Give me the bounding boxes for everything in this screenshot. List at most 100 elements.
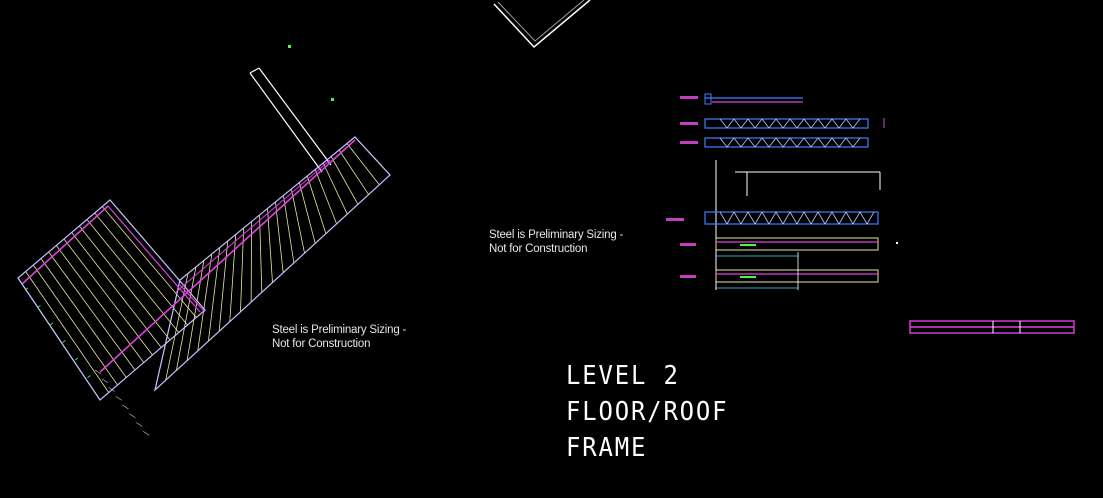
dimension-tick bbox=[87, 375, 91, 378]
beam-line bbox=[107, 205, 201, 313]
member-end bbox=[704, 93, 712, 105]
truss-web bbox=[810, 211, 819, 225]
truss-web bbox=[733, 137, 742, 148]
joist-line bbox=[275, 201, 284, 273]
joist-line bbox=[79, 225, 171, 341]
truss-web bbox=[719, 211, 728, 225]
truss-web bbox=[754, 118, 763, 129]
truss-web bbox=[782, 211, 791, 225]
joist-line bbox=[283, 195, 295, 264]
label-mark bbox=[680, 243, 696, 246]
truss-web bbox=[831, 137, 840, 148]
truss-web bbox=[747, 137, 756, 148]
truss-web bbox=[726, 118, 735, 129]
joist-line bbox=[25, 271, 110, 393]
truss-chord bbox=[704, 137, 869, 148]
truss-web bbox=[754, 137, 763, 148]
note-preliminary-sizing-left: Steel is Preliminary Sizing - Not for Co… bbox=[272, 323, 406, 351]
label-mark bbox=[680, 96, 698, 99]
truss-web bbox=[831, 211, 840, 225]
truss-web bbox=[810, 137, 819, 148]
truss-web bbox=[810, 118, 819, 129]
truss-web bbox=[719, 118, 728, 129]
joist-line bbox=[56, 245, 145, 363]
joist-line bbox=[298, 182, 316, 244]
sheet-title-line: FLOOR/ROOF bbox=[566, 397, 729, 427]
joist-line bbox=[71, 232, 162, 348]
truss-web bbox=[803, 118, 812, 129]
sheet-title-line: FRAME bbox=[566, 433, 648, 463]
truss-web bbox=[740, 118, 749, 129]
beam-line bbox=[21, 205, 109, 285]
truss-web bbox=[768, 211, 777, 225]
joist-line bbox=[165, 273, 189, 381]
point-mark bbox=[896, 242, 898, 244]
joist-line bbox=[175, 266, 197, 371]
truss-web bbox=[789, 118, 798, 129]
truss-web bbox=[740, 211, 749, 225]
truss-web bbox=[747, 211, 756, 225]
truss-web bbox=[733, 211, 742, 225]
joist-line bbox=[63, 238, 153, 356]
truss-web bbox=[754, 211, 763, 225]
truss-web bbox=[817, 211, 826, 225]
member-elevations bbox=[666, 93, 898, 290]
truss-web bbox=[866, 211, 875, 225]
truss-web bbox=[761, 211, 770, 225]
annotation-mark bbox=[115, 395, 122, 401]
truss-web bbox=[747, 118, 756, 129]
joist-line bbox=[322, 162, 348, 215]
joist-line bbox=[208, 247, 221, 342]
joist-line bbox=[40, 258, 127, 378]
annotation-mark bbox=[101, 378, 109, 384]
truss-web bbox=[726, 211, 735, 225]
dimension-tick bbox=[62, 340, 66, 343]
truss-chord bbox=[704, 211, 879, 225]
truss-web bbox=[782, 137, 791, 148]
joist-line bbox=[240, 227, 245, 312]
truss-web bbox=[789, 211, 798, 225]
note-line: Not for Construction bbox=[272, 338, 371, 350]
note-line: Not for Construction bbox=[489, 243, 588, 255]
joist-line bbox=[48, 251, 136, 371]
joist-line bbox=[314, 169, 337, 225]
annotation-mark bbox=[129, 413, 136, 419]
truss-web bbox=[838, 211, 847, 225]
truss-web bbox=[803, 211, 812, 225]
beam-line bbox=[179, 284, 206, 313]
label-mark bbox=[666, 218, 684, 221]
truss-web bbox=[852, 211, 861, 225]
truss-web bbox=[782, 118, 791, 129]
annotation-mark bbox=[122, 404, 129, 410]
annotation-mark bbox=[142, 430, 150, 436]
joist-line bbox=[267, 208, 273, 283]
truss-web bbox=[838, 118, 847, 129]
beam-line bbox=[175, 159, 331, 293]
bay-outline bbox=[153, 136, 391, 392]
note-preliminary-sizing-right: Steel is Preliminary Sizing - Not for Co… bbox=[489, 228, 623, 256]
truss-web bbox=[852, 137, 861, 148]
truss-web bbox=[719, 137, 728, 148]
truss-web bbox=[859, 211, 868, 225]
truss-web bbox=[852, 118, 861, 129]
truss-web bbox=[817, 118, 826, 129]
truss-web bbox=[817, 137, 826, 148]
truss-web bbox=[796, 137, 805, 148]
joist-line bbox=[259, 214, 263, 293]
truss-web bbox=[768, 118, 777, 129]
truss-web bbox=[796, 118, 805, 129]
truss-web bbox=[838, 137, 847, 148]
note-line: Steel is Preliminary Sizing - bbox=[489, 229, 624, 241]
joist-line bbox=[33, 264, 118, 386]
joist-line bbox=[229, 234, 237, 322]
annotation-mark bbox=[108, 387, 115, 392]
truss-chord bbox=[704, 118, 869, 129]
sheet-title: LEVEL 2 FLOOR/ROOF FRAME bbox=[566, 358, 728, 466]
annotation-mark bbox=[94, 369, 102, 375]
joist-line bbox=[290, 188, 305, 254]
truss-web bbox=[775, 211, 784, 225]
joist-line bbox=[86, 219, 180, 333]
truss-web bbox=[824, 137, 833, 148]
truss-web bbox=[831, 118, 840, 129]
truss-web bbox=[789, 137, 798, 148]
